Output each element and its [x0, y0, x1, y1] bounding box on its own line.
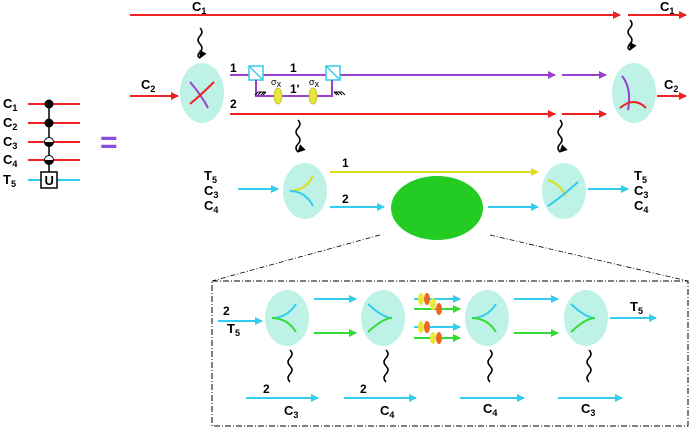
mid-pbs-right-cyan-arc: [547, 181, 579, 207]
mid-path-2-label: 2: [342, 192, 349, 206]
control-dot-c4: [44, 155, 54, 165]
circuit-label-c1: C1: [3, 96, 17, 113]
wavy-path2-left: [295, 119, 306, 153]
top-section: C1 C1 C2 1 1 1' σx σx: [130, 0, 687, 123]
pbs-right-red-arc: [619, 101, 647, 109]
circuit-label-c3: C3: [3, 134, 17, 151]
zoom-wavy-3: [487, 349, 493, 383]
path-1-prime-label: 1': [290, 82, 300, 96]
control-dot-c1: [44, 99, 54, 109]
path-1-mid-label: 1: [290, 61, 297, 75]
zoom-bottom-label-1: C3: [284, 403, 298, 420]
zoom-wavy-4: [586, 349, 592, 383]
zoom-pbs-4: [564, 290, 608, 346]
wavy-path2-right: [557, 119, 568, 153]
zoom-pbs-3: [465, 290, 509, 346]
zoom-box: 2 T5: [211, 280, 689, 427]
zoom-pbs-2: [361, 290, 405, 346]
zoom-wavy-1: [287, 349, 293, 383]
polarizing-beam-splitter-right: [612, 63, 656, 123]
path-1-label: 1: [230, 61, 237, 75]
zoom-guide-left: [211, 234, 381, 282]
mid-input-label-t5: T5: [204, 168, 217, 185]
sigma-x-label-2: σx: [309, 77, 320, 89]
pbs-square-2: [325, 65, 341, 81]
mid-output-label-t5: T5: [634, 168, 647, 185]
zoom-input-label: T5: [227, 321, 240, 338]
mid-pbs-left-cyan-arc: [289, 190, 314, 207]
unitary-gate-label: U: [45, 173, 54, 188]
mid-pbs-left: [283, 163, 327, 219]
sigma-x-label-1: σx: [271, 77, 282, 89]
zoom-bottom-num-2: 2: [360, 382, 367, 396]
mid-input-label-c4: C4: [204, 198, 218, 215]
zoom-pbs-3-green-arc: [471, 317, 497, 333]
zoom-bottom-num-1: 2: [263, 382, 270, 396]
waveplate-2: [308, 87, 318, 105]
c1-input-label: C1: [192, 0, 206, 16]
control-dot-c2: [44, 118, 54, 128]
waveplate-stack-lower: [414, 321, 461, 344]
zoom-pbs-1-green-arc: [271, 317, 297, 333]
middle-section: T5 C3 C4 1 2 T5 C3 C4: [204, 119, 648, 240]
circuit-label-c4: C4: [3, 152, 17, 169]
c2-output-label: C2: [664, 77, 678, 94]
zoom-pbs-1: [265, 290, 309, 346]
circuit-label-c2: C2: [3, 115, 17, 132]
pbs-right-purple-arc: [621, 75, 631, 111]
zoom-bottom-label-3: C4: [483, 401, 497, 418]
wavy-c1-left: [197, 27, 207, 59]
zoom-guide-right: [489, 234, 689, 282]
circuit-label-t5: T5: [3, 172, 16, 189]
c1-output-label: C1: [660, 0, 674, 16]
mid-path-1-label: 1: [342, 156, 349, 170]
zoom-pbs-2-green-arc: [367, 317, 393, 333]
mid-output-label-c3: C3: [634, 183, 648, 200]
equals-sign: =: [100, 126, 118, 159]
c2-input-label: C2: [141, 77, 155, 94]
zoom-input-num: 2: [223, 304, 230, 318]
wavy-c1-right: [627, 19, 637, 51]
pbs-square-1: [248, 65, 264, 81]
zoom-bottom-label-2: C4: [380, 403, 394, 420]
zoom-box-border: [211, 280, 689, 427]
waveplate-stack-upper: [414, 293, 461, 315]
detector-1-icon: [254, 91, 267, 96]
waveplate-1: [273, 87, 283, 105]
quantum-circuit: U C1 C2 C3 C4 T5: [3, 96, 80, 189]
zoom-output-label: T5: [630, 299, 643, 316]
path-2-label: 2: [230, 97, 237, 111]
path-1-prime-line: [255, 80, 333, 97]
mid-input-label-c3: C3: [204, 183, 218, 200]
zoom-bottom-label-4: C3: [581, 401, 595, 418]
detector-2-icon: [333, 91, 346, 96]
unitary-gate-box: [40, 171, 58, 189]
control-dot-c3: [44, 137, 54, 147]
pbs-left-red-arc: [189, 81, 215, 105]
mid-output-label-c4: C4: [634, 198, 648, 215]
zoom-pbs-4-green-arc: [570, 317, 596, 333]
zoom-wavy-2: [383, 349, 389, 383]
controlled-unitary-block: [391, 176, 483, 240]
